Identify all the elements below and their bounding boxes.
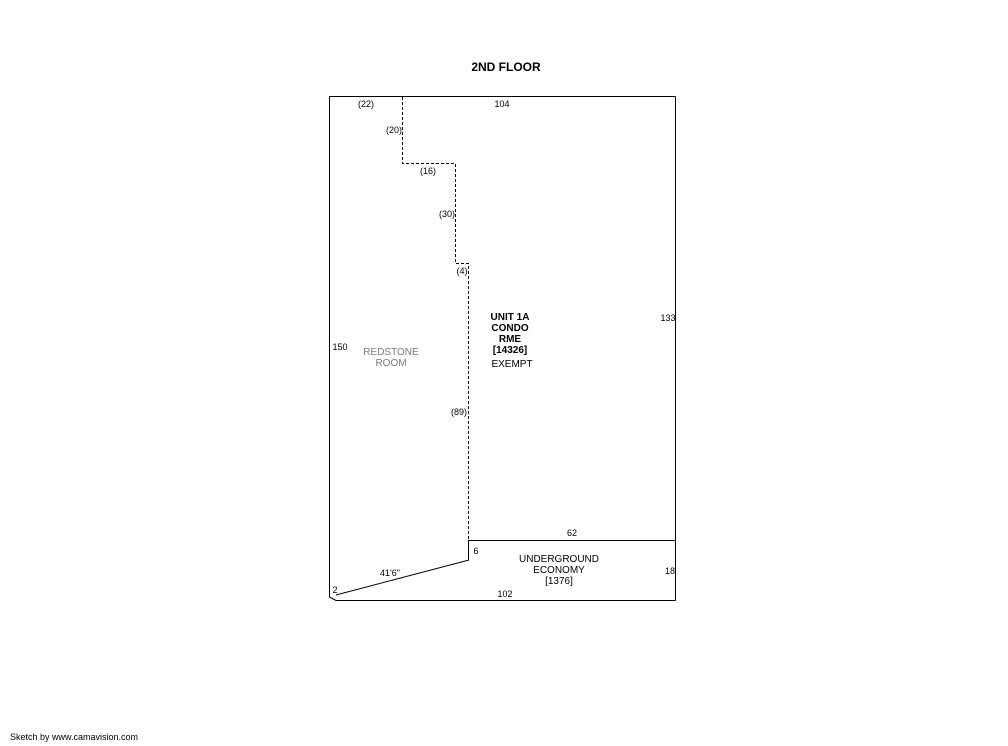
redstone-line-1: REDSTONE	[363, 347, 419, 358]
dim-step-3: (30)	[439, 209, 455, 219]
redstone-line-2: ROOM	[375, 358, 406, 369]
footer-credit: Sketch by www.camavision.com	[10, 732, 138, 742]
dim-right-bottom: 18	[665, 566, 675, 576]
dim-left: 150	[332, 342, 347, 352]
dim-step-5: (89)	[451, 407, 467, 417]
dim-top-left: (22)	[358, 99, 374, 109]
underground-line-3: [1376]	[545, 576, 573, 587]
unit-line-1: UNIT 1A	[491, 312, 530, 323]
unit-line-3: RME	[499, 334, 522, 345]
dim-bottom: 102	[497, 589, 512, 599]
dashed-partition	[402, 97, 469, 540]
outline-corner	[329, 596, 337, 601]
underground-line-1: UNDERGROUND	[519, 554, 599, 565]
dim-top: 104	[494, 99, 509, 109]
unit-line-4: [14326]	[493, 345, 527, 356]
dim-angled: 41'6"	[380, 568, 400, 578]
dim-small-vertical: 6	[473, 546, 478, 556]
dim-step-2: (16)	[420, 166, 436, 176]
area-label-redstone-room: REDSTONE ROOM	[363, 347, 419, 369]
unit-line-2: CONDO	[491, 323, 528, 334]
angled-wall	[335, 559, 470, 596]
dim-mid-horizontal: 62	[567, 528, 577, 538]
dim-step-4: (4)	[457, 266, 468, 276]
dimension-labels: (22) (20) (16) (30) (4) (89) 104 133 150…	[332, 99, 675, 599]
sketch-title: 2ND FLOOR	[471, 60, 541, 74]
underground-line-2: ECONOMY	[533, 565, 585, 576]
dim-right: 133	[660, 313, 675, 323]
building-outline	[329, 96, 676, 601]
area-label-underground-economy: UNDERGROUND ECONOMY [1376]	[519, 554, 599, 587]
area-label-unit-1a: UNIT 1A CONDO RME [14326] EXEMPT	[491, 312, 533, 370]
unit-status: EXEMPT	[491, 359, 532, 370]
dim-step-1: (20)	[386, 125, 402, 135]
dim-corner: 2	[332, 585, 337, 595]
